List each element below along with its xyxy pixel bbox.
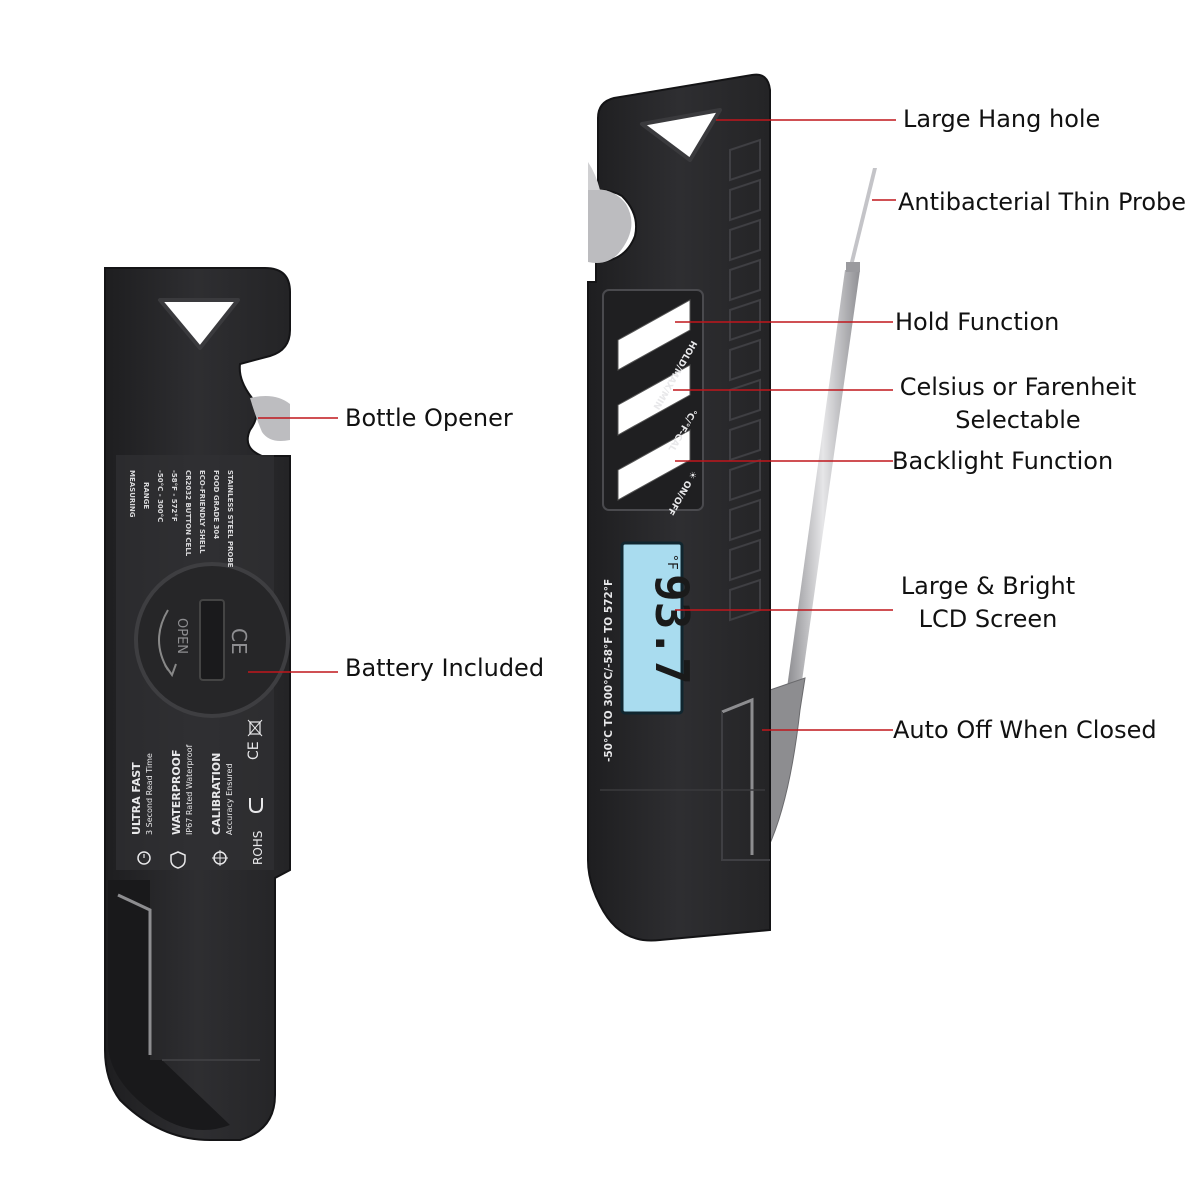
feature-calibration: CALIBRATION [210, 753, 223, 835]
ukca-mark-icon [249, 798, 263, 814]
callout-lcd-line2: LCD Screen [918, 605, 1058, 633]
callout-probe: Antibacterial Thin Probe [898, 188, 1187, 216]
weee-bin-icon [247, 719, 263, 737]
front-hinge [767, 677, 806, 849]
feature-waterproof-sub: IP67 Rated Waterproof [185, 745, 194, 836]
spec-shell: ECO-FRIENDLY SHELL [198, 470, 206, 554]
hang-hole-back [158, 298, 240, 350]
spec-probe: STAINLESS STEEL PROBE [226, 470, 234, 568]
spec-range-c: -50°C - 300°C [156, 470, 164, 522]
lcd-unit: °F [664, 554, 679, 570]
back-view-thermometer: MEASURING RANGE -50°C - 300°C -58°F - 57… [104, 267, 291, 1141]
callout-lcd-line1: Large & Bright [900, 572, 1076, 600]
hold-button[interactable] [617, 299, 691, 371]
callout-hold-function: Hold Function [895, 308, 1060, 336]
front-view-thermometer: HOLD/MAX/MIN °C/°F-CAL ☀ ON/OFF °F 93.7 … [587, 73, 877, 942]
callout-bottle-opener: Bottle Opener [345, 404, 513, 432]
callout-auto-off: Auto Off When Closed [893, 716, 1157, 744]
spec-range-f: -58°F - 572°F [170, 470, 178, 522]
thin-probe [786, 168, 877, 695]
callout-hang-hole: Large Hang hole [903, 105, 1101, 133]
feature-calibration-sub: Accuracy Ensured [225, 763, 234, 835]
spec-battery: CR2032 BUTTON CELL [184, 470, 192, 557]
feature-waterproof: WATERPROOF [170, 749, 183, 835]
lcd-reading: 93.7 [645, 574, 699, 685]
lcd-screen [620, 541, 684, 715]
cal-button[interactable] [617, 364, 691, 436]
stopwatch-icon [137, 851, 151, 865]
range-text: -50°C TO 300°C/-58°F TO 572°F [603, 579, 615, 762]
back-hinge-block [108, 880, 230, 1130]
feature-ultra-fast-sub: 3 Second Read Time [145, 753, 154, 835]
callout-lcd: Large & Bright LCD Screen [890, 570, 1086, 636]
rohs-mark: ROHS [251, 831, 265, 865]
battery-open-label: OPEN [174, 618, 189, 654]
power-button[interactable] [617, 429, 691, 501]
front-opener-notch [588, 189, 632, 263]
ce-mark-icon: CE [246, 741, 262, 760]
spec-food-grade: FOOD GRADE 304 [212, 470, 220, 539]
callout-celsius-line1: Celsius or Farenheit [899, 373, 1137, 401]
callout-backlight: Backlight Function [892, 447, 1114, 475]
spec-measuring: MEASURING [128, 470, 136, 518]
ce-mark-icon: CE [227, 628, 251, 655]
shield-drop-icon [170, 851, 186, 869]
feature-ultra-fast: ULTRA FAST [130, 762, 143, 835]
callout-celsius: Celsius or Farenheit Selectable [890, 371, 1146, 437]
crosshair-icon [212, 850, 228, 866]
callout-celsius-line2: Selectable [955, 406, 1081, 434]
leader-lines [248, 119, 896, 731]
hang-hole-front [640, 108, 722, 162]
spec-range: RANGE [142, 482, 150, 509]
callout-battery-included: Battery Included [345, 654, 545, 682]
